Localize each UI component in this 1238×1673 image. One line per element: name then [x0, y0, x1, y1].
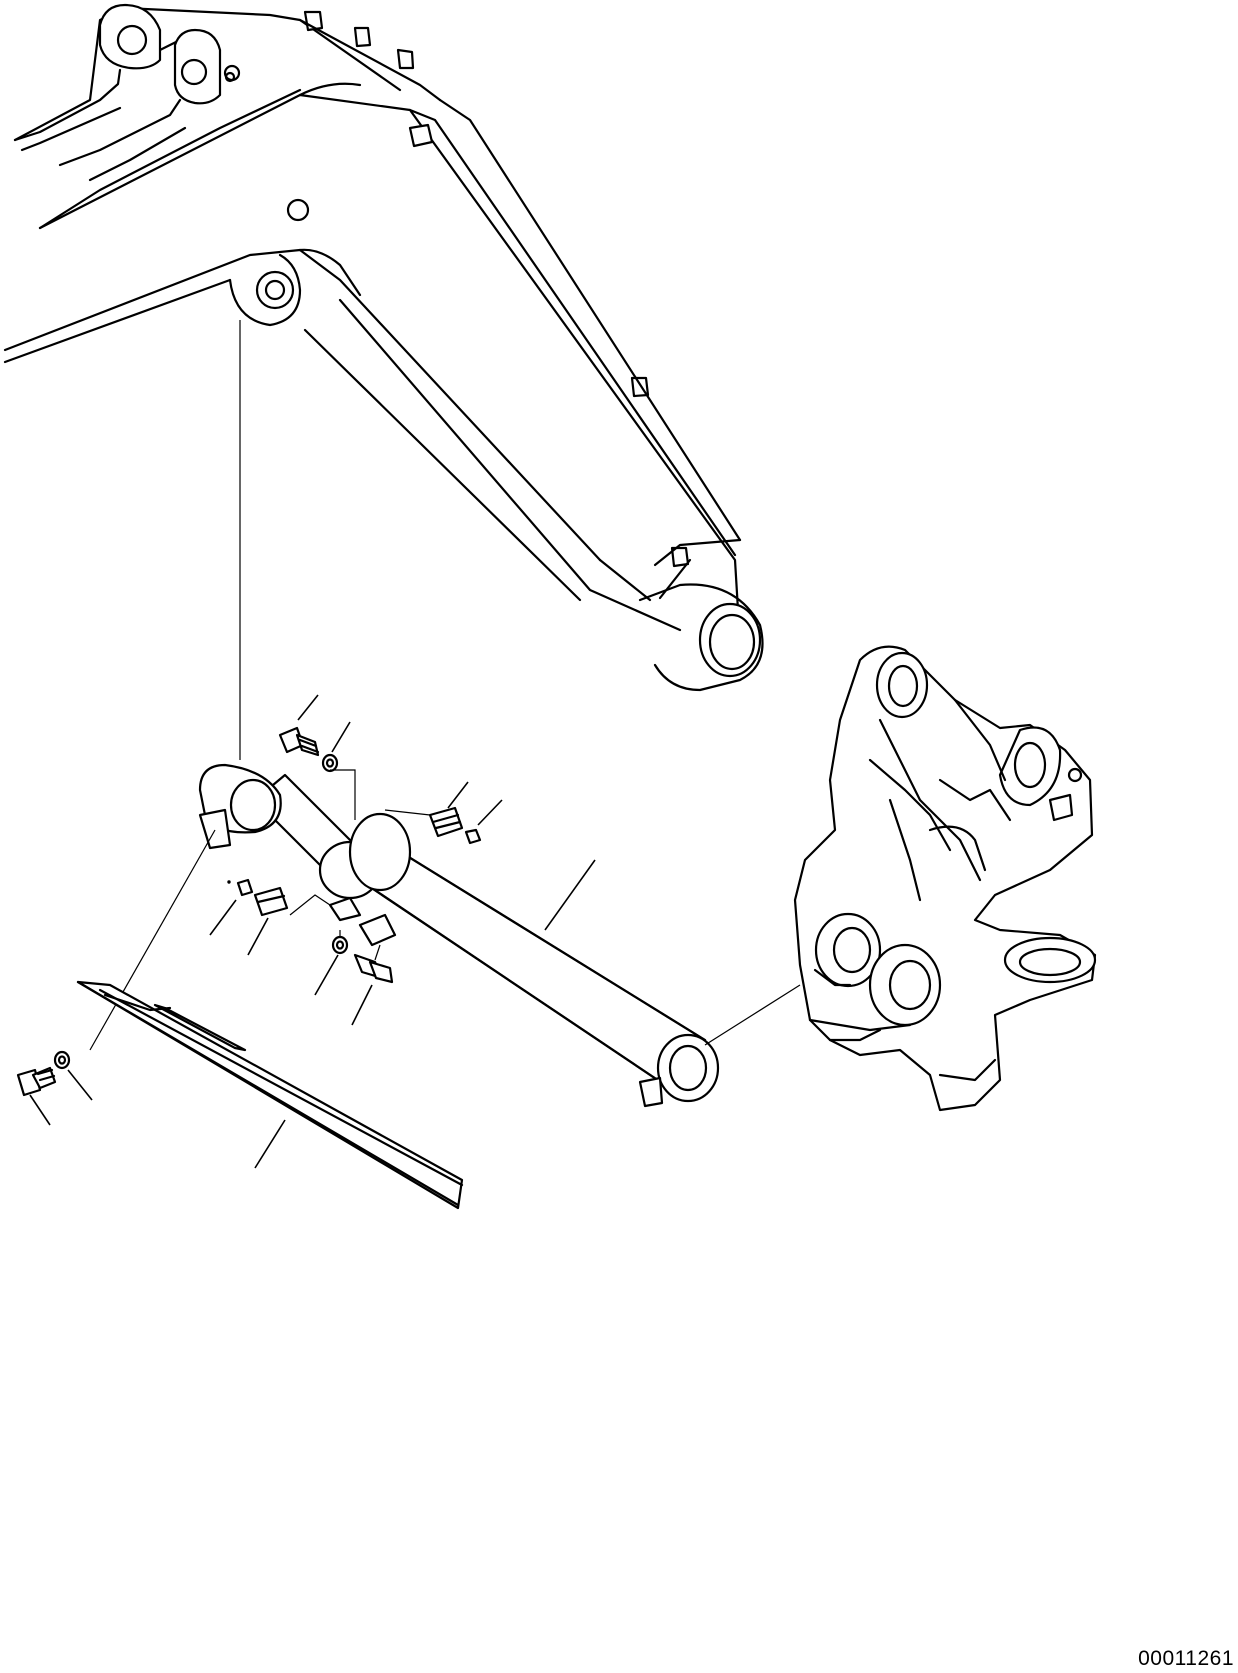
washer-top: [321, 753, 339, 773]
callout-leaders: [29, 694, 596, 1169]
mounting-bolt-top: [278, 726, 320, 757]
boom-cylinder: [198, 763, 720, 1108]
alignment-line-foot: [704, 984, 801, 1046]
revolving-frame-bracket: [793, 645, 1097, 1112]
boom-assembly: [3, 3, 764, 692]
clamp-nut-lower: [236, 878, 254, 897]
clamp-nut-upper: [464, 828, 482, 845]
alignment-line-guard: [89, 829, 216, 1051]
hose-clamp-lower: [253, 886, 289, 917]
washer-guard: [53, 1050, 71, 1070]
mounting-bolt-guard: [16, 1066, 57, 1097]
washer-lower: [331, 935, 349, 955]
drawing-number: 00011261: [1138, 1647, 1234, 1670]
hose-guard-cover: [76, 980, 464, 1210]
mounting-bolt-lower: [353, 953, 394, 984]
